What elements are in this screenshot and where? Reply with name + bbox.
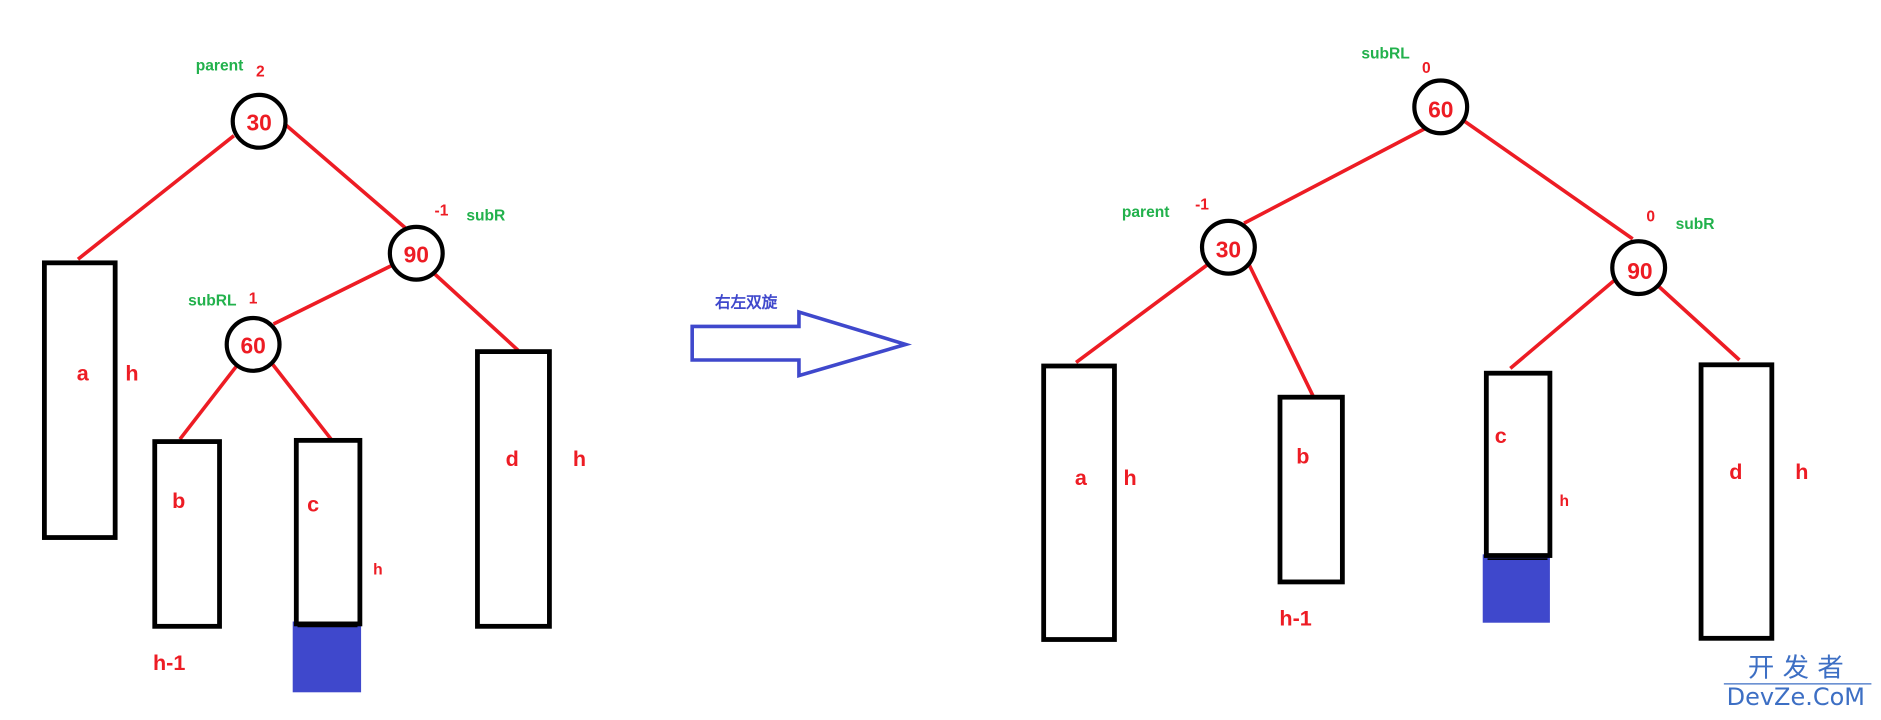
before-tree: a h b h-1 c h d h 30 parent 2 90 -1 subR… (41, 58, 586, 693)
subR-bf: 0 (1646, 209, 1655, 226)
right-arrow-icon (690, 309, 913, 378)
edge-90-d (1656, 284, 1741, 362)
parent-name: parent (1122, 204, 1170, 221)
height-c: h (1560, 493, 1570, 510)
edge-30-90 (283, 122, 416, 237)
subtree-b-label: b (1296, 443, 1309, 468)
subR-name: subR (466, 208, 505, 225)
subtree-b-box (152, 439, 222, 629)
node-30 (230, 92, 288, 150)
subtree-a-label: a (1075, 465, 1088, 490)
node-90 (1610, 239, 1668, 297)
rotation-arrow: 右左双旋 (690, 292, 913, 378)
height-b: h-1 (153, 650, 185, 675)
subtree-d-label: d (1729, 459, 1742, 484)
subRL-name: subRL (1361, 46, 1410, 63)
subtree-c-box (1483, 370, 1553, 558)
node-90 (387, 224, 445, 282)
node-90-key: 90 (404, 241, 429, 267)
edge-90-d (433, 272, 520, 352)
node-60 (1412, 78, 1470, 136)
parent-name: parent (196, 58, 244, 75)
node-30-key: 30 (246, 109, 271, 135)
node-60-key: 60 (240, 333, 265, 359)
node-30-key: 30 (1216, 237, 1241, 263)
subtree-a-label: a (77, 361, 90, 386)
subRL-bf: 0 (1422, 60, 1431, 77)
edge-60-90 (1460, 117, 1634, 241)
subtree-c-label: c (307, 491, 319, 516)
node-30 (1199, 218, 1257, 276)
node-60 (224, 315, 282, 373)
subtree-b-label: b (172, 488, 185, 513)
height-c: h (373, 561, 383, 578)
inserted-node-fill (292, 621, 362, 693)
watermark-line2: DevZe.CoM (1727, 683, 1865, 711)
node-90-key: 90 (1627, 258, 1652, 284)
edge-90-c (1509, 274, 1621, 370)
subtree-c-box (293, 437, 363, 627)
height-b: h-1 (1279, 605, 1311, 630)
watermark: 开 发 者 DevZe.CoM (1723, 653, 1872, 711)
height-a: h (125, 361, 138, 386)
subR-bf: -1 (435, 203, 449, 220)
edge-30-a (76, 134, 236, 261)
subtree-b-box (1277, 394, 1345, 585)
subRL-name: subRL (188, 293, 237, 310)
subR-name: subR (1676, 216, 1715, 233)
node-60-key: 60 (1428, 96, 1453, 122)
edge-30-b (1245, 260, 1317, 401)
height-d: h (573, 446, 586, 471)
subtree-d-box (1698, 362, 1775, 641)
edge-30-a (1074, 260, 1213, 364)
after-tree: a h b h-1 c h d h 60 subRL 0 30 parent -… (1041, 46, 1808, 642)
subtree-d-label: d (506, 446, 519, 471)
edge-90-60 (272, 263, 394, 326)
watermark-line1: 开 发 者 (1748, 653, 1844, 683)
edge-60-30 (1243, 126, 1426, 225)
subtree-a-box (1041, 363, 1117, 642)
height-d: h (1795, 459, 1808, 484)
subtree-a-box (41, 260, 118, 540)
subtree-d-box (475, 349, 552, 629)
subtree-c-label: c (1495, 423, 1507, 448)
subRL-bf: 1 (249, 290, 258, 307)
parent-bf: 2 (256, 64, 265, 81)
operation-label: 右左双旋 (715, 292, 778, 311)
height-a: h (1123, 465, 1136, 490)
edge-60-b (178, 363, 239, 441)
parent-bf: -1 (1195, 197, 1209, 214)
inserted-node-fill (1482, 554, 1550, 623)
edge-60-c (269, 361, 333, 441)
